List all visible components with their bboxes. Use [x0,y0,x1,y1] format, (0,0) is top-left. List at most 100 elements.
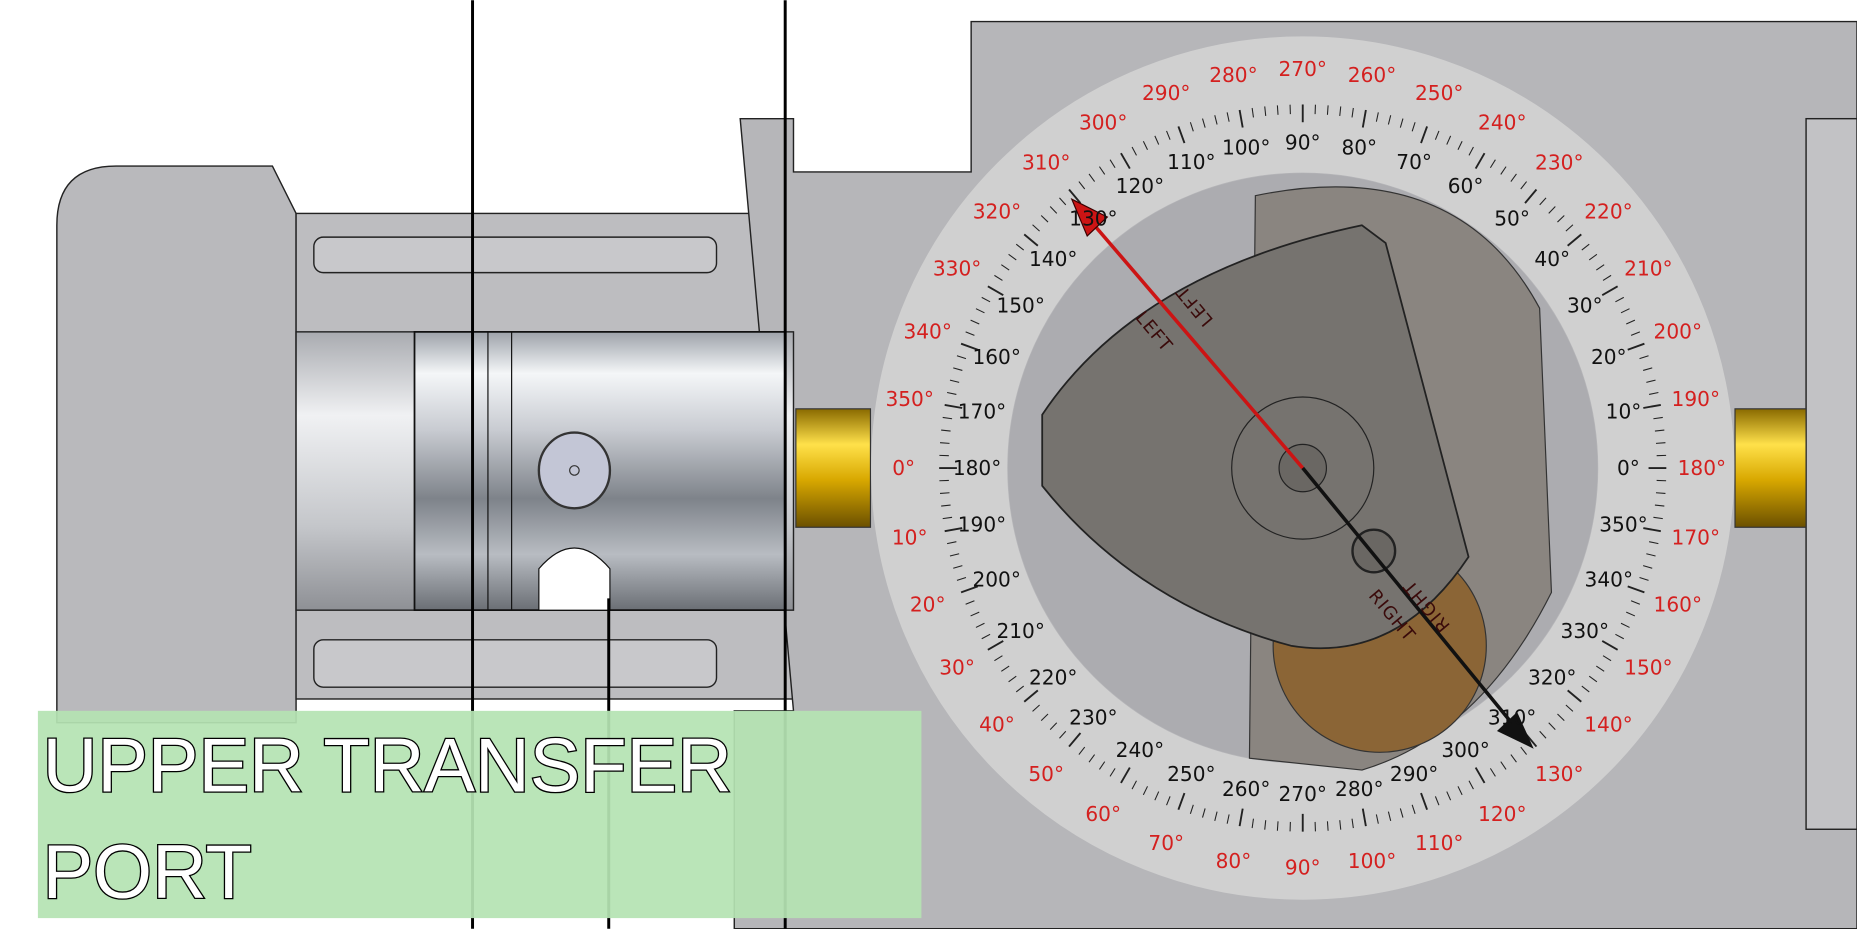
degree-tick [1142,141,1148,151]
degree-tick [1602,655,1612,662]
degree-tick [1615,296,1625,303]
transfer-port-lower [313,639,718,688]
degree-tick [1088,754,1096,763]
degree-tick [1653,416,1663,420]
inner-degree-label: 200° [972,568,1020,592]
inner-degree-label: 170° [958,400,1006,424]
outer-degree-label: 250° [1415,81,1463,105]
degree-tick [1008,253,1017,261]
degree-tick [1120,767,1131,784]
outer-degree-label: 50° [1028,762,1064,786]
degree-tick [1520,746,1528,755]
degree-tick [1588,253,1598,261]
degree-tick [1524,188,1538,204]
degree-tick [1565,224,1574,232]
degree-tick [1411,122,1416,132]
outer-degree-label: 260° [1348,63,1396,87]
degree-tick [1567,233,1582,247]
degree-tick [1202,118,1206,128]
degree-tick [953,565,963,569]
inner-degree-label: 110° [1167,150,1215,174]
degree-tick [1008,675,1017,683]
degree-tick [1251,818,1254,829]
degree-tick [1626,611,1636,617]
outer-degree-label: 130° [1535,762,1583,786]
inner-degree-label: 310° [1488,706,1536,730]
degree-tick [987,285,1004,296]
degree-tick [1238,109,1244,128]
inner-degree-label: 150° [996,293,1044,317]
degree-tick [1630,331,1641,336]
degree-tick [960,585,979,594]
degree-tick [1040,215,1049,223]
degree-tick [994,274,1003,281]
outer-degree-label: 280° [1209,63,1257,87]
degree-tick [1588,675,1598,683]
degree-tick [1581,685,1590,693]
degree-tick [1642,367,1653,371]
degree-tick [1474,152,1486,170]
outer-degree-label: 60° [1085,802,1121,826]
inner-degree-label: 30° [1567,293,1603,317]
outer-degree-label: 270° [1279,57,1327,81]
degree-tick [1643,527,1661,533]
inner-degree-label: 160° [972,345,1020,369]
degree-tick [1468,780,1474,790]
caption-line-2: PORT [43,830,252,915]
degree-tick [1276,821,1279,831]
inner-degree-label: 340° [1585,568,1633,592]
degree-tick [1032,704,1040,712]
outer-degree-label: 100° [1348,849,1396,873]
degree-tick [1214,115,1218,125]
caption-box: UPPER TRANSFER PORT [37,710,922,919]
degree-tick [1375,112,1379,122]
degree-tick [1120,152,1131,170]
inner-degree-label: 120° [1116,174,1164,198]
degree-tick [1059,730,1067,739]
outer-degree-label: 20° [910,593,946,617]
degree-tick [1177,126,1186,144]
degree-ticks [939,104,1667,832]
degree-tick [1649,541,1659,545]
degree-tick [949,379,960,383]
right-pointer-arrow [1301,466,1534,749]
outer-degree-label: 160° [1654,593,1702,617]
degree-tick [1189,122,1194,132]
inner-degree-label: 80° [1341,135,1377,159]
inner-degree-label: 250° [1167,762,1215,786]
inner-degree-label: 330° [1561,619,1609,643]
outer-degree-label: 300° [1079,111,1127,135]
degree-tick [1474,767,1486,784]
degree-tick [1420,126,1428,144]
degree-tick [1166,796,1171,806]
outer-degree-label: 240° [1478,111,1526,135]
degree-tick [940,492,950,494]
degree-tick [1602,274,1612,281]
outer-degree-label: 210° [1624,257,1672,281]
inner-degree-label: 50° [1494,207,1530,231]
inner-degree-label: 230° [1069,706,1117,730]
outer-degree-label: 40° [979,713,1015,737]
degree-tick [994,655,1003,662]
degree-tick [960,342,979,351]
degree-tick [1154,135,1160,145]
outer-degree-label: 290° [1142,81,1190,105]
inner-degree-label: 140° [1029,247,1077,271]
degree-tick [1630,600,1641,605]
inner-degree-label: 100° [1222,135,1270,159]
degree-tick [1049,206,1058,214]
inner-degree-label: 90° [1285,130,1321,154]
degree-tick [1399,118,1404,128]
degree-tick [1510,754,1517,763]
outer-degree-label: 310° [1022,150,1070,174]
degree-tick [1375,814,1379,824]
degree-tick [1387,115,1392,125]
degree-tick [1500,166,1507,175]
degree-tick [970,319,980,325]
degree-tick [942,416,953,420]
degree-tick [1214,811,1218,821]
degree-tick [1434,130,1440,140]
degree-tick [1264,106,1267,116]
degree-tick [953,367,963,371]
degree-tick [1601,285,1619,296]
